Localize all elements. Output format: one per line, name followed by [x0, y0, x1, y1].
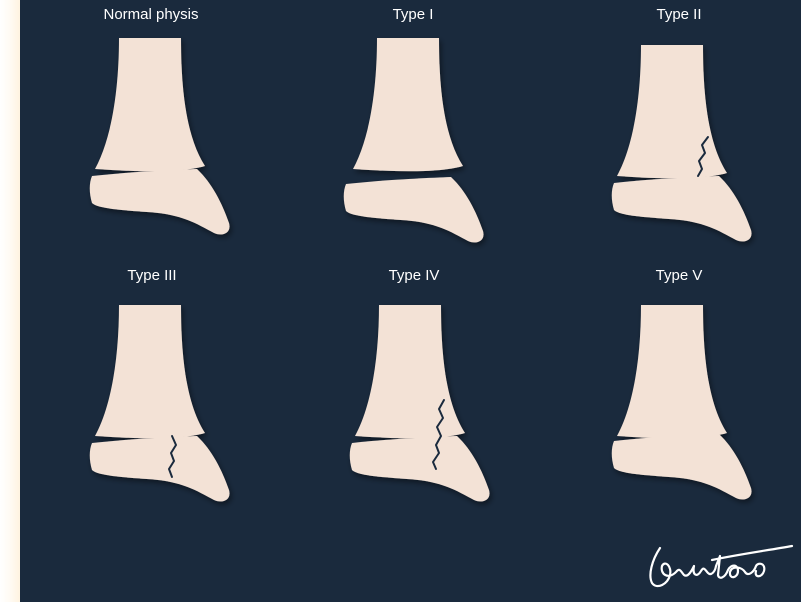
metaphysis: [95, 305, 205, 438]
panel-type-ii: Type II: [612, 6, 752, 242]
metaphysis: [95, 38, 205, 171]
panel-label: Type V: [656, 267, 703, 284]
bone-drawing: [612, 45, 752, 242]
epiphysis: [90, 169, 230, 235]
metaphysis: [353, 38, 463, 171]
bone-drawing: [350, 305, 490, 502]
panel-label: Type III: [127, 267, 176, 284]
panel-type-iii: Type III: [90, 267, 230, 502]
artist-signature: [650, 546, 792, 586]
compressed-epiphysis: [612, 434, 752, 500]
panel-type-v: Type V: [612, 267, 752, 500]
panel-type-i: Type I: [344, 6, 484, 243]
epiphysis: [350, 436, 490, 502]
bone-drawing: [612, 305, 752, 500]
panel-label: Normal physis: [103, 6, 198, 23]
bone-drawing: [90, 305, 230, 502]
bone-drawing: [90, 38, 230, 235]
bone-drawing: [344, 38, 484, 243]
panel-label: Type II: [656, 6, 701, 23]
epiphysis: [90, 436, 230, 502]
panel-type-iv: Type IV: [350, 267, 490, 502]
epiphysis: [612, 176, 752, 242]
metaphysis: [617, 305, 727, 438]
panel-label: Type IV: [389, 267, 440, 284]
panel-label: Type I: [393, 6, 434, 23]
metaphysis: [617, 45, 727, 178]
displaced-epiphysis: [344, 177, 484, 243]
metaphysis: [355, 305, 465, 438]
panel-normal-physis: Normal physis: [90, 6, 230, 235]
